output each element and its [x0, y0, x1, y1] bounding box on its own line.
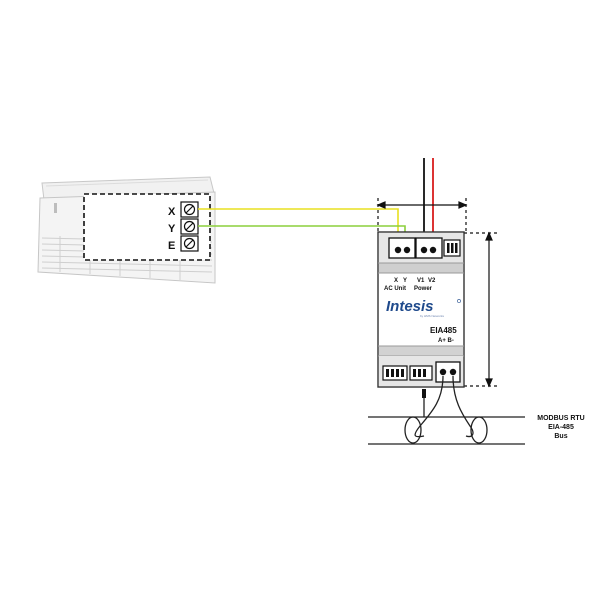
- eia485-label: EIA485: [430, 326, 457, 335]
- ac-wires: [198, 208, 406, 242]
- bus-label-line-1: MODBUS RTU: [537, 415, 584, 422]
- gateway-bottom-dip-switch-2: [409, 365, 433, 381]
- gw-label-v2: V2: [428, 278, 436, 284]
- gw-label-power: Power: [414, 286, 433, 292]
- terminal-y-screw: [180, 218, 199, 235]
- gateway-eia485-terminal-block: [435, 361, 461, 383]
- brand-tagline: by HMS Networks: [420, 314, 445, 318]
- gateway-ac-terminal-block: [388, 237, 416, 259]
- terminal-x-screw: [180, 201, 199, 218]
- terminal-e-screw: [180, 235, 199, 252]
- eia485-pins-label: A+ B-: [438, 338, 454, 344]
- terminal-x-label: X: [168, 206, 176, 218]
- bus-label-line-3: Bus: [554, 433, 567, 440]
- gw-label-ac-unit: AC Unit: [384, 286, 406, 292]
- gateway-bottom-dip-switch-1: [382, 365, 408, 381]
- dimension-height: [464, 231, 497, 388]
- brand-mark: [54, 203, 57, 213]
- brand-logo-text: Intesis: [386, 298, 434, 315]
- dimension-width: [376, 198, 468, 232]
- gw-label-v1: V1: [417, 278, 425, 284]
- gw-label-x: X: [394, 278, 398, 284]
- ac-unit: X Y E: [37, 176, 216, 284]
- wire-y-green: [198, 225, 406, 242]
- registered-mark-icon: [457, 299, 461, 303]
- modbus-bus-cable: [368, 375, 525, 445]
- gw-label-y: Y: [403, 278, 407, 284]
- bus-label: MODBUS RTU EIA-485 Bus: [537, 415, 584, 440]
- bus-label-line-2: EIA-485: [548, 424, 574, 431]
- power-wires: [423, 158, 434, 242]
- intesis-gateway: X Y V1 V2 AC Unit Power Intesis by HMS N…: [377, 231, 465, 388]
- terminal-e-label: E: [168, 240, 175, 252]
- terminal-y-label: Y: [168, 223, 176, 235]
- gateway-power-terminal-block: [415, 237, 443, 259]
- wire-x-yellow: [198, 208, 399, 242]
- gateway-top-dip-switch: [443, 239, 461, 257]
